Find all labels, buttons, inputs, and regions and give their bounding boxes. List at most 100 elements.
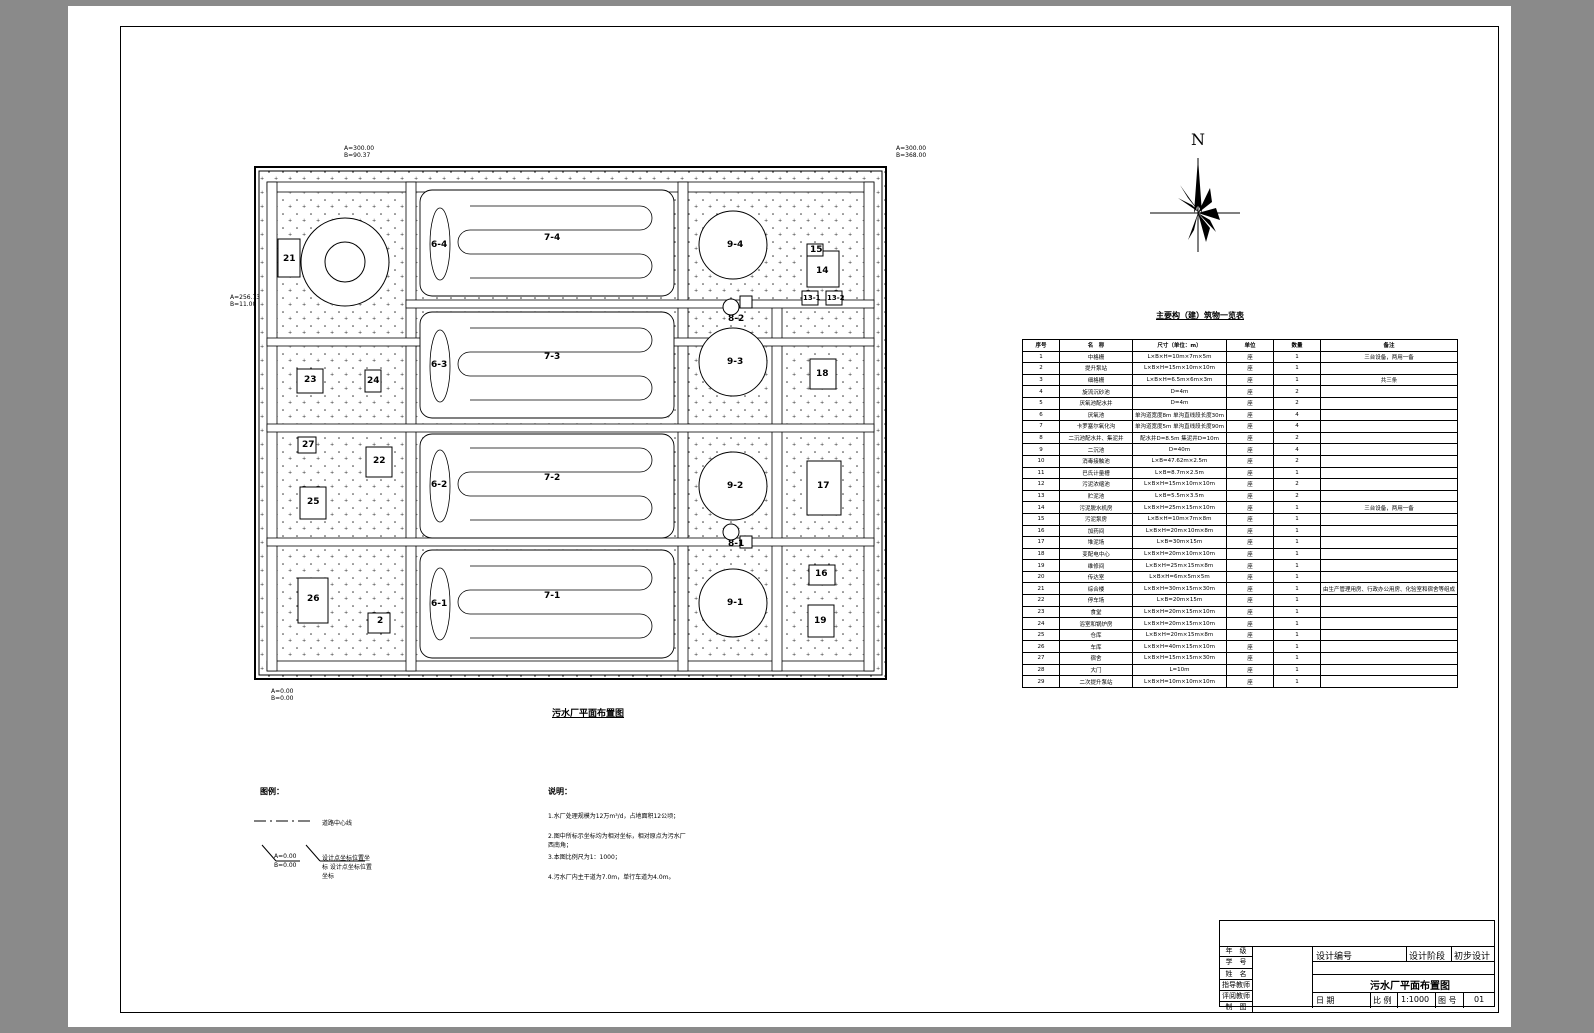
table-cell: 22	[1022, 594, 1060, 607]
table-cell: 卡罗塞尔氧化沟	[1059, 420, 1133, 433]
table-cell	[1319, 512, 1458, 526]
road-centerline-symbol	[254, 820, 314, 822]
table-cell: 三台设备，两用一备	[1319, 501, 1458, 514]
table-cell	[1319, 408, 1458, 422]
clarifier-label: 9-1	[727, 598, 744, 608]
design-stage-value: 初步设计	[1454, 952, 1491, 962]
table-cell: 座	[1225, 536, 1274, 549]
coord-label: A=0.00	[271, 688, 294, 695]
note-item: 4.污水厂内主干道为7.0m，单行车道为4.0m。	[548, 874, 675, 881]
table-cell: 29	[1022, 675, 1060, 688]
design-no-label: 设计编号	[1316, 952, 1353, 962]
table-cell: 停车场	[1059, 594, 1133, 607]
table-cell: 座	[1225, 350, 1274, 364]
table-cell: 贮泥池	[1059, 489, 1133, 503]
table-cell: 座	[1225, 454, 1274, 468]
building-label: 21	[283, 254, 296, 264]
table-cell	[1319, 431, 1458, 445]
table-cell: 二沉池配水井、集泥井	[1059, 431, 1133, 445]
table-cell: 28	[1022, 663, 1060, 677]
table-cell: 1	[1272, 547, 1321, 561]
table-cell: 单沟道宽度5m 单沟直线段长度90m	[1132, 420, 1227, 433]
table-cell: 1	[1272, 501, 1321, 514]
coord-label: B=11.00	[230, 301, 257, 308]
table-cell: D=4m	[1132, 396, 1227, 410]
table-header: 名 称	[1059, 339, 1133, 352]
table-cell: 2	[1022, 362, 1060, 375]
table-cell: 变配电中心	[1059, 547, 1133, 561]
table-cell: 21	[1022, 582, 1060, 596]
oxidation-ditch-label: 7-3	[544, 352, 561, 362]
table-cell: 2	[1272, 431, 1321, 445]
table-cell: 座	[1225, 524, 1274, 538]
table-cell: 4	[1272, 420, 1321, 433]
table-cell: 座	[1225, 640, 1274, 654]
table-cell: 污泥脱水机房	[1059, 501, 1133, 514]
table-cell: D=4m	[1132, 385, 1227, 398]
clarifiers	[698, 210, 768, 638]
table-cell: 座	[1225, 594, 1274, 607]
building-label: 16	[815, 569, 828, 579]
table-cell: 1	[1022, 350, 1060, 364]
table-cell: 座	[1225, 617, 1274, 630]
table-cell: 1	[1272, 536, 1321, 549]
title-block-row: 制 图	[1220, 1002, 1253, 1013]
table-cell: 中格栅	[1059, 350, 1133, 364]
table-cell: L=10m	[1132, 663, 1227, 677]
table-cell: 座	[1225, 663, 1274, 677]
table-cell: L×B×H=15m×15m×30m	[1132, 652, 1227, 665]
table-cell: 2	[1272, 396, 1321, 410]
oxidation-ditch-label: 7-1	[544, 591, 561, 601]
table-cell: L×B×H=30m×15m×30m	[1132, 582, 1227, 596]
table-cell: 1	[1272, 652, 1321, 665]
table-cell: 污泥泵房	[1059, 512, 1133, 526]
table-cell: L×B×H=40m×15m×10m	[1132, 640, 1227, 654]
table-cell: 24	[1022, 617, 1060, 630]
table-cell: 1	[1272, 628, 1321, 642]
clarifier-label: 9-3	[727, 357, 744, 367]
anaerobic-tank-label: 6-4	[431, 240, 448, 250]
sheet-no-label: 图 号	[1438, 996, 1457, 1005]
legend-coord-b: B=0.00	[274, 862, 297, 869]
drawing-frame	[120, 26, 1499, 1013]
table-header: 备注	[1319, 339, 1458, 352]
table-cell: 26	[1022, 640, 1060, 654]
table-header: 数量	[1272, 339, 1321, 352]
table-cell: 座	[1225, 605, 1274, 619]
title-block-row: 姓 名	[1220, 968, 1253, 980]
table-cell: 20	[1022, 570, 1060, 584]
building-label: 14	[816, 266, 829, 276]
table-cell: 座	[1225, 420, 1274, 433]
table-cell: L×B×H=15m×10m×10m	[1132, 478, 1227, 491]
table-cell	[1319, 663, 1458, 677]
coord-label: A=300.00	[896, 145, 927, 152]
table-cell	[1319, 466, 1458, 480]
building-label: 13-1	[803, 294, 821, 302]
table-cell: L×B×H=20m×15m×10m	[1132, 605, 1227, 619]
coord-label: B=90.37	[344, 152, 371, 159]
table-cell: 4	[1272, 408, 1321, 422]
table-cell: 座	[1225, 373, 1274, 387]
table-cell: 单沟道宽度8m 单沟直线段长度30m	[1132, 408, 1227, 422]
table-cell: 14	[1022, 501, 1060, 514]
table-cell: 座	[1225, 570, 1274, 584]
table-cell: 座	[1225, 512, 1274, 526]
table-cell: L×B=5.5m×3.5m	[1132, 489, 1227, 503]
building-label: 13-2	[827, 294, 845, 302]
table-cell: L×B×H=20m×10m×10m	[1132, 547, 1227, 561]
table-cell: 1	[1272, 594, 1321, 607]
table-cell: 4	[1272, 443, 1321, 456]
building-label: 17	[817, 481, 830, 491]
